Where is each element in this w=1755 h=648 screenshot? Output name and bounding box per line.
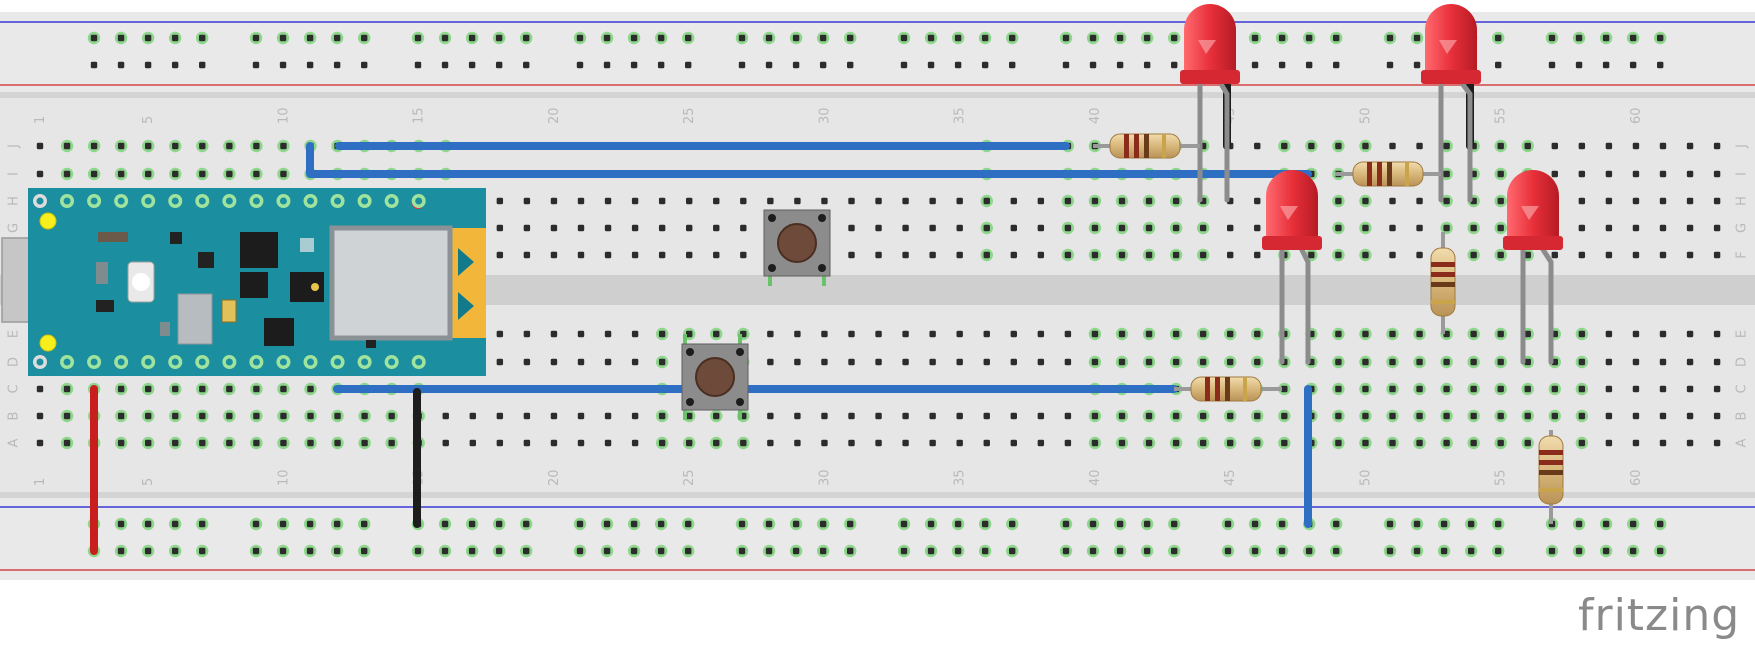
fritzing-logo: fritzing xyxy=(1578,590,1741,641)
mcu-pin-header xyxy=(33,194,426,369)
column-label-50: 50 xyxy=(1358,469,1373,486)
row-label-i: I xyxy=(1735,172,1750,176)
column-label-15: 15 xyxy=(412,107,427,124)
row-label-h: H xyxy=(7,196,22,206)
column-label-10: 10 xyxy=(276,469,291,486)
column-label-10: 10 xyxy=(276,107,291,124)
wifi-module-shield xyxy=(329,225,453,341)
row-label-a: A xyxy=(7,438,22,447)
status-led-2 xyxy=(39,334,57,352)
row-label-d: D xyxy=(7,357,22,367)
led-4[interactable] xyxy=(1503,170,1563,250)
row-label-c: C xyxy=(7,384,22,393)
smd-parts-7 xyxy=(366,340,376,348)
column-label-30: 30 xyxy=(817,469,832,486)
row-label-c: C xyxy=(1735,384,1750,393)
row-label-g: G xyxy=(1735,223,1750,233)
bottom-power-rail xyxy=(0,498,1755,580)
breadboard-holes xyxy=(36,31,1721,558)
column-label-5: 5 xyxy=(141,478,156,486)
column-label-25: 25 xyxy=(682,469,697,486)
wire-blue-2[interactable] xyxy=(306,142,1312,178)
chip-large xyxy=(240,232,278,268)
rail-separator-bottom xyxy=(0,492,1755,498)
row-label-e: E xyxy=(1735,330,1750,338)
resistor-1[interactable] xyxy=(1109,133,1181,159)
led-1[interactable] xyxy=(1180,4,1240,84)
led-legs xyxy=(1197,79,1554,365)
smd-parts-2 xyxy=(170,232,182,244)
resistor-2[interactable] xyxy=(1352,161,1424,187)
row-label-h: H xyxy=(1735,196,1750,206)
row-label-e: E xyxy=(7,330,22,338)
row-label-f: F xyxy=(1735,251,1750,258)
row-label-d: D xyxy=(1735,357,1750,367)
smd-parts-6 xyxy=(96,262,108,284)
edge-connector xyxy=(448,228,486,338)
smd-parts-3 xyxy=(198,252,214,268)
chip-qfn xyxy=(264,318,294,346)
row-label-j: J xyxy=(1735,144,1750,149)
chip-medium xyxy=(240,272,268,298)
column-label-40: 40 xyxy=(1088,107,1103,124)
column-label-1: 1 xyxy=(33,478,48,486)
column-label-30: 30 xyxy=(817,107,832,124)
column-label-60: 60 xyxy=(1629,107,1644,124)
crystal xyxy=(221,299,237,323)
sensor-chip xyxy=(177,293,213,345)
reset-button-cap xyxy=(132,273,150,291)
led-2[interactable] xyxy=(1421,4,1481,84)
row-label-a: A xyxy=(1735,438,1750,447)
column-label-40: 40 xyxy=(1088,469,1103,486)
column-label-1: 1 xyxy=(33,116,48,124)
column-label-60: 60 xyxy=(1629,469,1644,486)
row-label-g: G xyxy=(7,223,22,233)
resistor-5[interactable] xyxy=(1538,435,1564,505)
arduino-nano-board[interactable] xyxy=(1,188,486,376)
resistor-4[interactable] xyxy=(1430,247,1456,317)
rail-separator-top xyxy=(0,92,1755,98)
smd-parts-1 xyxy=(98,232,128,242)
row-label-i: I xyxy=(7,172,22,176)
smd-parts-8 xyxy=(160,322,170,336)
status-led-1 xyxy=(39,212,57,230)
top-power-rail xyxy=(0,12,1755,92)
pushbutton-2[interactable] xyxy=(681,334,749,420)
column-label-25: 25 xyxy=(682,107,697,124)
edge-arrow-icon xyxy=(458,248,474,320)
smd-parts-5 xyxy=(300,238,314,252)
column-label-20: 20 xyxy=(547,469,562,486)
led-3[interactable] xyxy=(1262,170,1322,250)
column-label-55: 55 xyxy=(1494,107,1509,124)
row-label-b: B xyxy=(7,412,22,421)
row-label-b: B xyxy=(1735,412,1750,421)
column-label-35: 35 xyxy=(953,107,968,124)
smd-parts-4 xyxy=(96,300,114,312)
column-label-35: 35 xyxy=(953,469,968,486)
chip-dot xyxy=(311,283,319,291)
column-label-5: 5 xyxy=(141,116,156,124)
row-label-j: J xyxy=(7,144,22,149)
resistor-3[interactable] xyxy=(1190,376,1262,402)
column-label-20: 20 xyxy=(547,107,562,124)
pushbutton-1[interactable] xyxy=(763,209,831,286)
column-label-45: 45 xyxy=(1223,469,1238,486)
column-label-50: 50 xyxy=(1358,107,1373,124)
column-label-55: 55 xyxy=(1494,469,1509,486)
